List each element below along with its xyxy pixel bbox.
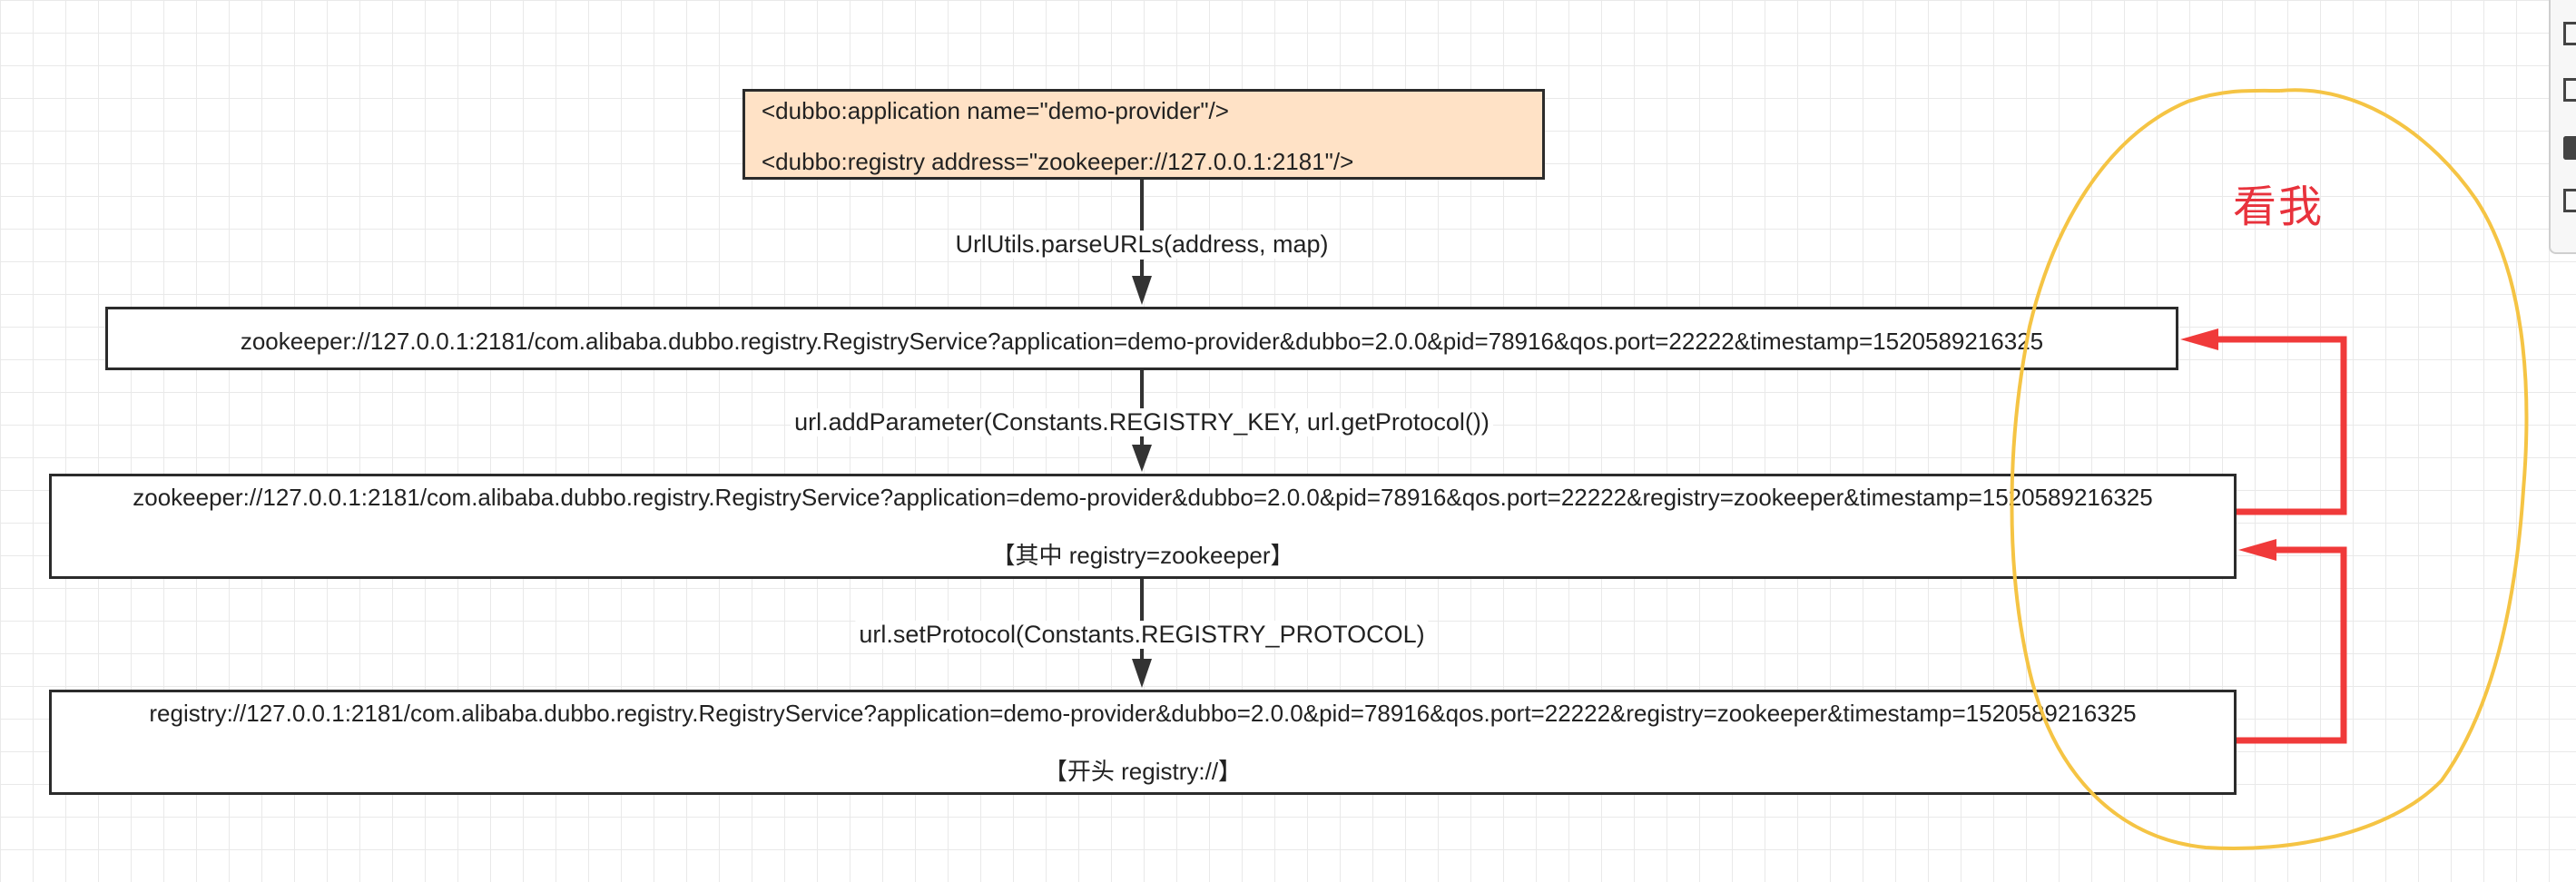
side-toolbar bbox=[2549, 0, 2576, 254]
edge-label-parse-urls: UrlUtils.parseURLs(address, map) bbox=[951, 230, 1332, 259]
look-here-annotation: 看我 bbox=[2233, 181, 2325, 232]
registry-url-box[interactable]: registry://127.0.0.1:2181/com.alibaba.du… bbox=[49, 690, 2237, 795]
config-registry-line: <dubbo:registry address="zookeeper://127… bbox=[762, 148, 1354, 175]
outline-icon[interactable] bbox=[2563, 78, 2576, 102]
zookeeper-registry-note: 【其中 registry=zookeeper】 bbox=[991, 542, 1294, 569]
registry-url-note: 【开头 registry://】 bbox=[1043, 758, 1243, 785]
zookeeper-url-text: zookeeper://127.0.0.1:2181/com.alibaba.d… bbox=[240, 328, 2044, 355]
zookeeper-registry-url-text: zookeeper://127.0.0.1:2181/com.alibaba.d… bbox=[133, 484, 2153, 511]
config-box[interactable]: <dubbo:application name="demo-provider"/… bbox=[742, 89, 1545, 180]
edge-label-add-parameter: url.addParameter(Constants.REGISTRY_KEY,… bbox=[791, 408, 1493, 436]
config-application-line: <dubbo:application name="demo-provider"/… bbox=[762, 97, 1229, 124]
layers-icon[interactable] bbox=[2563, 136, 2576, 160]
zookeeper-url-box[interactable]: zookeeper://127.0.0.1:2181/com.alibaba.d… bbox=[105, 307, 2178, 370]
format-panel-icon[interactable] bbox=[2563, 22, 2576, 45]
edge-label-set-protocol: url.setProtocol(Constants.REGISTRY_PROTO… bbox=[855, 621, 1429, 649]
red-arrow-lower bbox=[2237, 539, 2347, 744]
zookeeper-registry-url-box[interactable]: zookeeper://127.0.0.1:2181/com.alibaba.d… bbox=[49, 474, 2237, 579]
comment-icon[interactable] bbox=[2563, 189, 2576, 212]
registry-url-text: registry://127.0.0.1:2181/com.alibaba.du… bbox=[149, 700, 2137, 727]
